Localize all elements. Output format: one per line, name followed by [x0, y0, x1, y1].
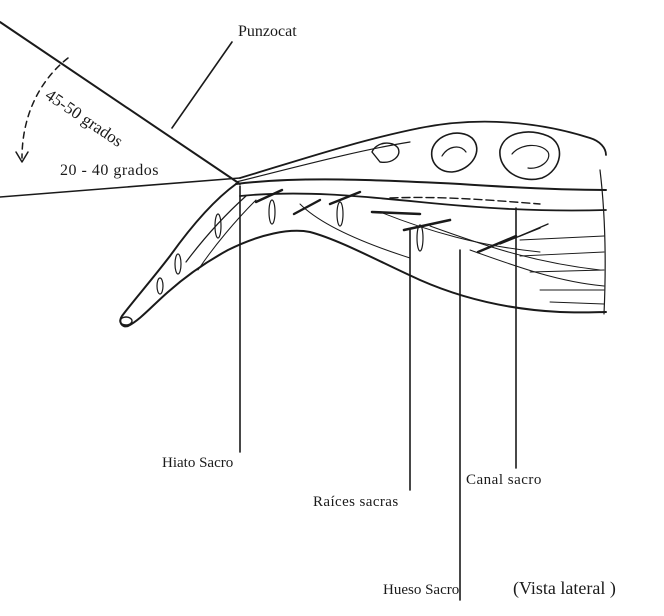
- soft-tissue-nodules: [372, 132, 559, 179]
- label-hiato-sacro: Hiato Sacro: [162, 456, 233, 471]
- label-angle-20-40: 20 - 40 grados: [60, 163, 159, 179]
- label-canal-sacro: Canal sacro: [466, 473, 542, 488]
- label-hueso-sacro: Hueso Sacro: [383, 583, 459, 598]
- needle-line-45-50: [0, 22, 240, 184]
- sacrum-bone: [120, 170, 606, 326]
- needle-line-20-40: [0, 178, 240, 197]
- label-vista-lateral: (Vista lateral ): [513, 579, 616, 597]
- label-raices-sacras: Raíces sacras: [313, 495, 399, 510]
- punzocat-leader: [172, 42, 232, 128]
- label-punzocat: Punzocat: [238, 24, 297, 40]
